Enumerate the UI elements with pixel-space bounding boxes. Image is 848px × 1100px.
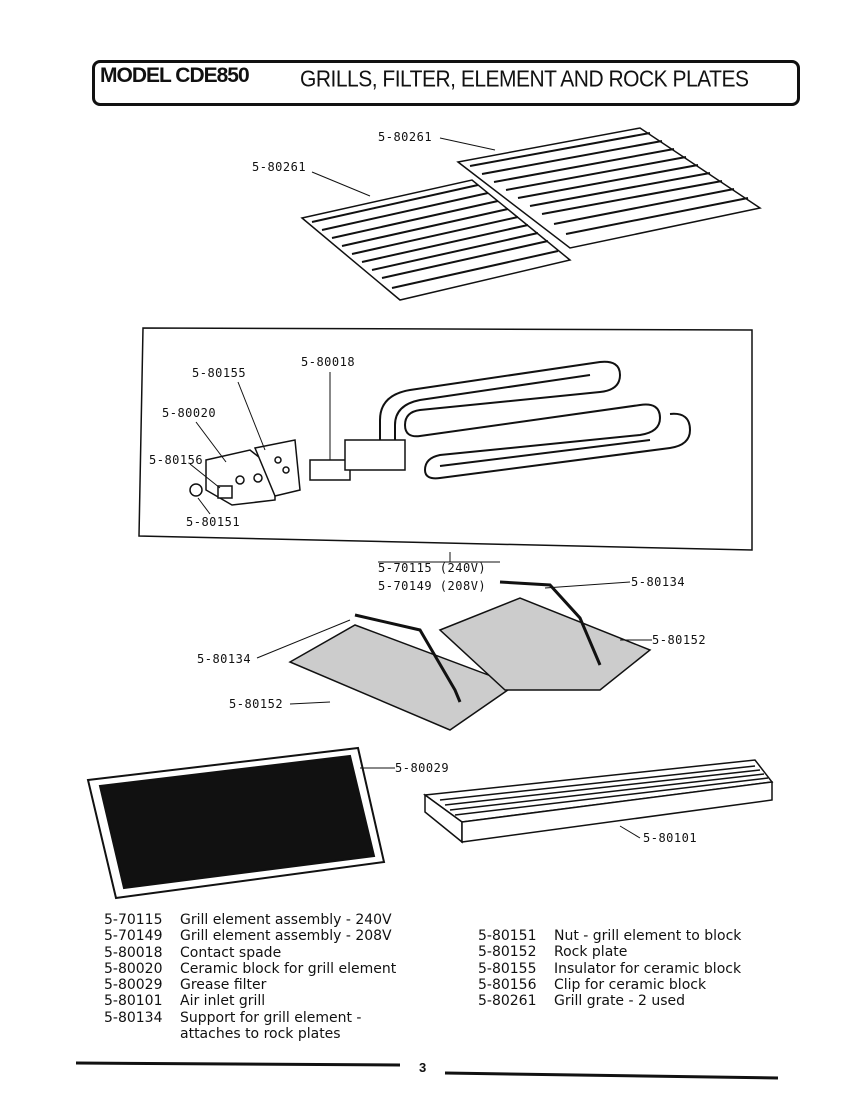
part-number: 5-80018 bbox=[104, 944, 163, 961]
part-description: attaches to rock plates bbox=[180, 1026, 341, 1043]
parts-row: 5-70149 Grill element assembly - 208V bbox=[104, 928, 396, 944]
parts-row: 5-80152 Rock plate bbox=[478, 944, 741, 960]
callout-element-208v: 5-70149 (208V) bbox=[378, 579, 487, 593]
part-number: 5-80029 bbox=[104, 977, 163, 994]
grease-filter bbox=[86, 746, 386, 900]
part-number: 5-70149 bbox=[104, 928, 163, 945]
callout-ceramic-block: 5-80020 bbox=[162, 406, 217, 420]
callout-grate-right: 5-80261 bbox=[378, 130, 433, 144]
header-frame bbox=[92, 60, 800, 106]
part-description: Grill element assembly - 240V bbox=[180, 912, 392, 928]
element-assembly-box bbox=[138, 327, 753, 551]
parts-row: 5-80020 Ceramic block for grill element bbox=[104, 961, 396, 977]
part-number: 5-70115 bbox=[104, 912, 163, 928]
part-number: 5-80151 bbox=[478, 928, 537, 944]
element-supports bbox=[354, 580, 602, 703]
part-number: 5-80020 bbox=[104, 960, 163, 977]
callout-insulator: 5-80155 bbox=[192, 366, 247, 380]
parts-row: 5-80029 Grease filter bbox=[104, 977, 396, 993]
callout-rock-plate-right: 5-80152 bbox=[652, 633, 707, 647]
callout-contact-spade: 5-80018 bbox=[301, 355, 356, 369]
parts-row: attaches to rock plates bbox=[104, 1026, 396, 1042]
grill-element bbox=[379, 360, 692, 480]
model-label: MODEL CDE850 bbox=[100, 64, 250, 87]
part-description: Grill element assembly - 208V bbox=[180, 928, 392, 945]
page-number: 3 bbox=[419, 1060, 427, 1075]
callout-element-240v: 5-70115 (240V) bbox=[378, 561, 487, 575]
parts-row: 5-80151 Nut - grill element to block bbox=[478, 928, 741, 944]
parts-row: 5-80155 Insulator for ceramic block bbox=[478, 961, 741, 977]
parts-row: 5-80134 Support for grill element - bbox=[104, 1010, 396, 1026]
callout-grate-left: 5-80261 bbox=[252, 160, 307, 174]
part-number: 5-80152 bbox=[478, 944, 537, 961]
callout-air-inlet: 5-80101 bbox=[643, 831, 698, 845]
rock-plate-right bbox=[438, 597, 652, 691]
part-description: Insulator for ceramic block bbox=[554, 960, 742, 977]
part-description: Nut - grill element to block bbox=[554, 928, 742, 944]
callout-support-right: 5-80134 bbox=[631, 575, 686, 589]
part-description: Air inlet grill bbox=[180, 993, 266, 1010]
page-title: GRILLS, FILTER, ELEMENT AND ROCK PLATES bbox=[300, 66, 749, 93]
callout-nut: 5-80151 bbox=[186, 515, 241, 529]
part-description: Grease filter bbox=[180, 977, 267, 994]
parts-row: 5-70115 Grill element assembly - 240V bbox=[104, 912, 396, 928]
parts-list-left: 5-70115 Grill element assembly - 240V 5-7… bbox=[104, 912, 396, 1042]
callout-grease-filter: 5-80029 bbox=[395, 761, 450, 775]
part-description: Grill grate - 2 used bbox=[554, 993, 686, 1010]
ceramic-block bbox=[189, 439, 406, 506]
callout-clip: 5-80156 bbox=[149, 453, 204, 467]
parts-row: 5-80101 Air inlet grill bbox=[104, 993, 396, 1009]
callout-support-left: 5-80134 bbox=[197, 652, 252, 666]
part-number: 5-80155 bbox=[478, 960, 537, 977]
part-number: 5-80134 bbox=[104, 1009, 163, 1026]
part-description: Clip for ceramic block bbox=[554, 976, 707, 993]
part-description: Support for grill element - bbox=[180, 1009, 362, 1026]
part-number: 5-80101 bbox=[104, 993, 163, 1010]
part-number: 5-80156 bbox=[478, 976, 537, 993]
parts-row: 5-80156 Clip for ceramic block bbox=[478, 977, 741, 993]
part-description: Ceramic block for grill element bbox=[180, 960, 397, 977]
part-number: 5-80261 bbox=[478, 993, 537, 1010]
grill-grate-left bbox=[300, 179, 572, 301]
air-inlet-grill bbox=[422, 759, 774, 844]
callout-rock-plate-left: 5-80152 bbox=[229, 697, 284, 711]
parts-row: 5-80261 Grill grate - 2 used bbox=[478, 993, 741, 1009]
part-description: Contact spade bbox=[180, 944, 282, 961]
parts-row: 5-80018 Contact spade bbox=[104, 945, 396, 961]
part-description: Rock plate bbox=[554, 944, 628, 961]
parts-list-right: 5-80151 Nut - grill element to block 5-80… bbox=[478, 928, 741, 1009]
grill-grate-right bbox=[456, 127, 762, 249]
part-number bbox=[104, 1026, 180, 1042]
